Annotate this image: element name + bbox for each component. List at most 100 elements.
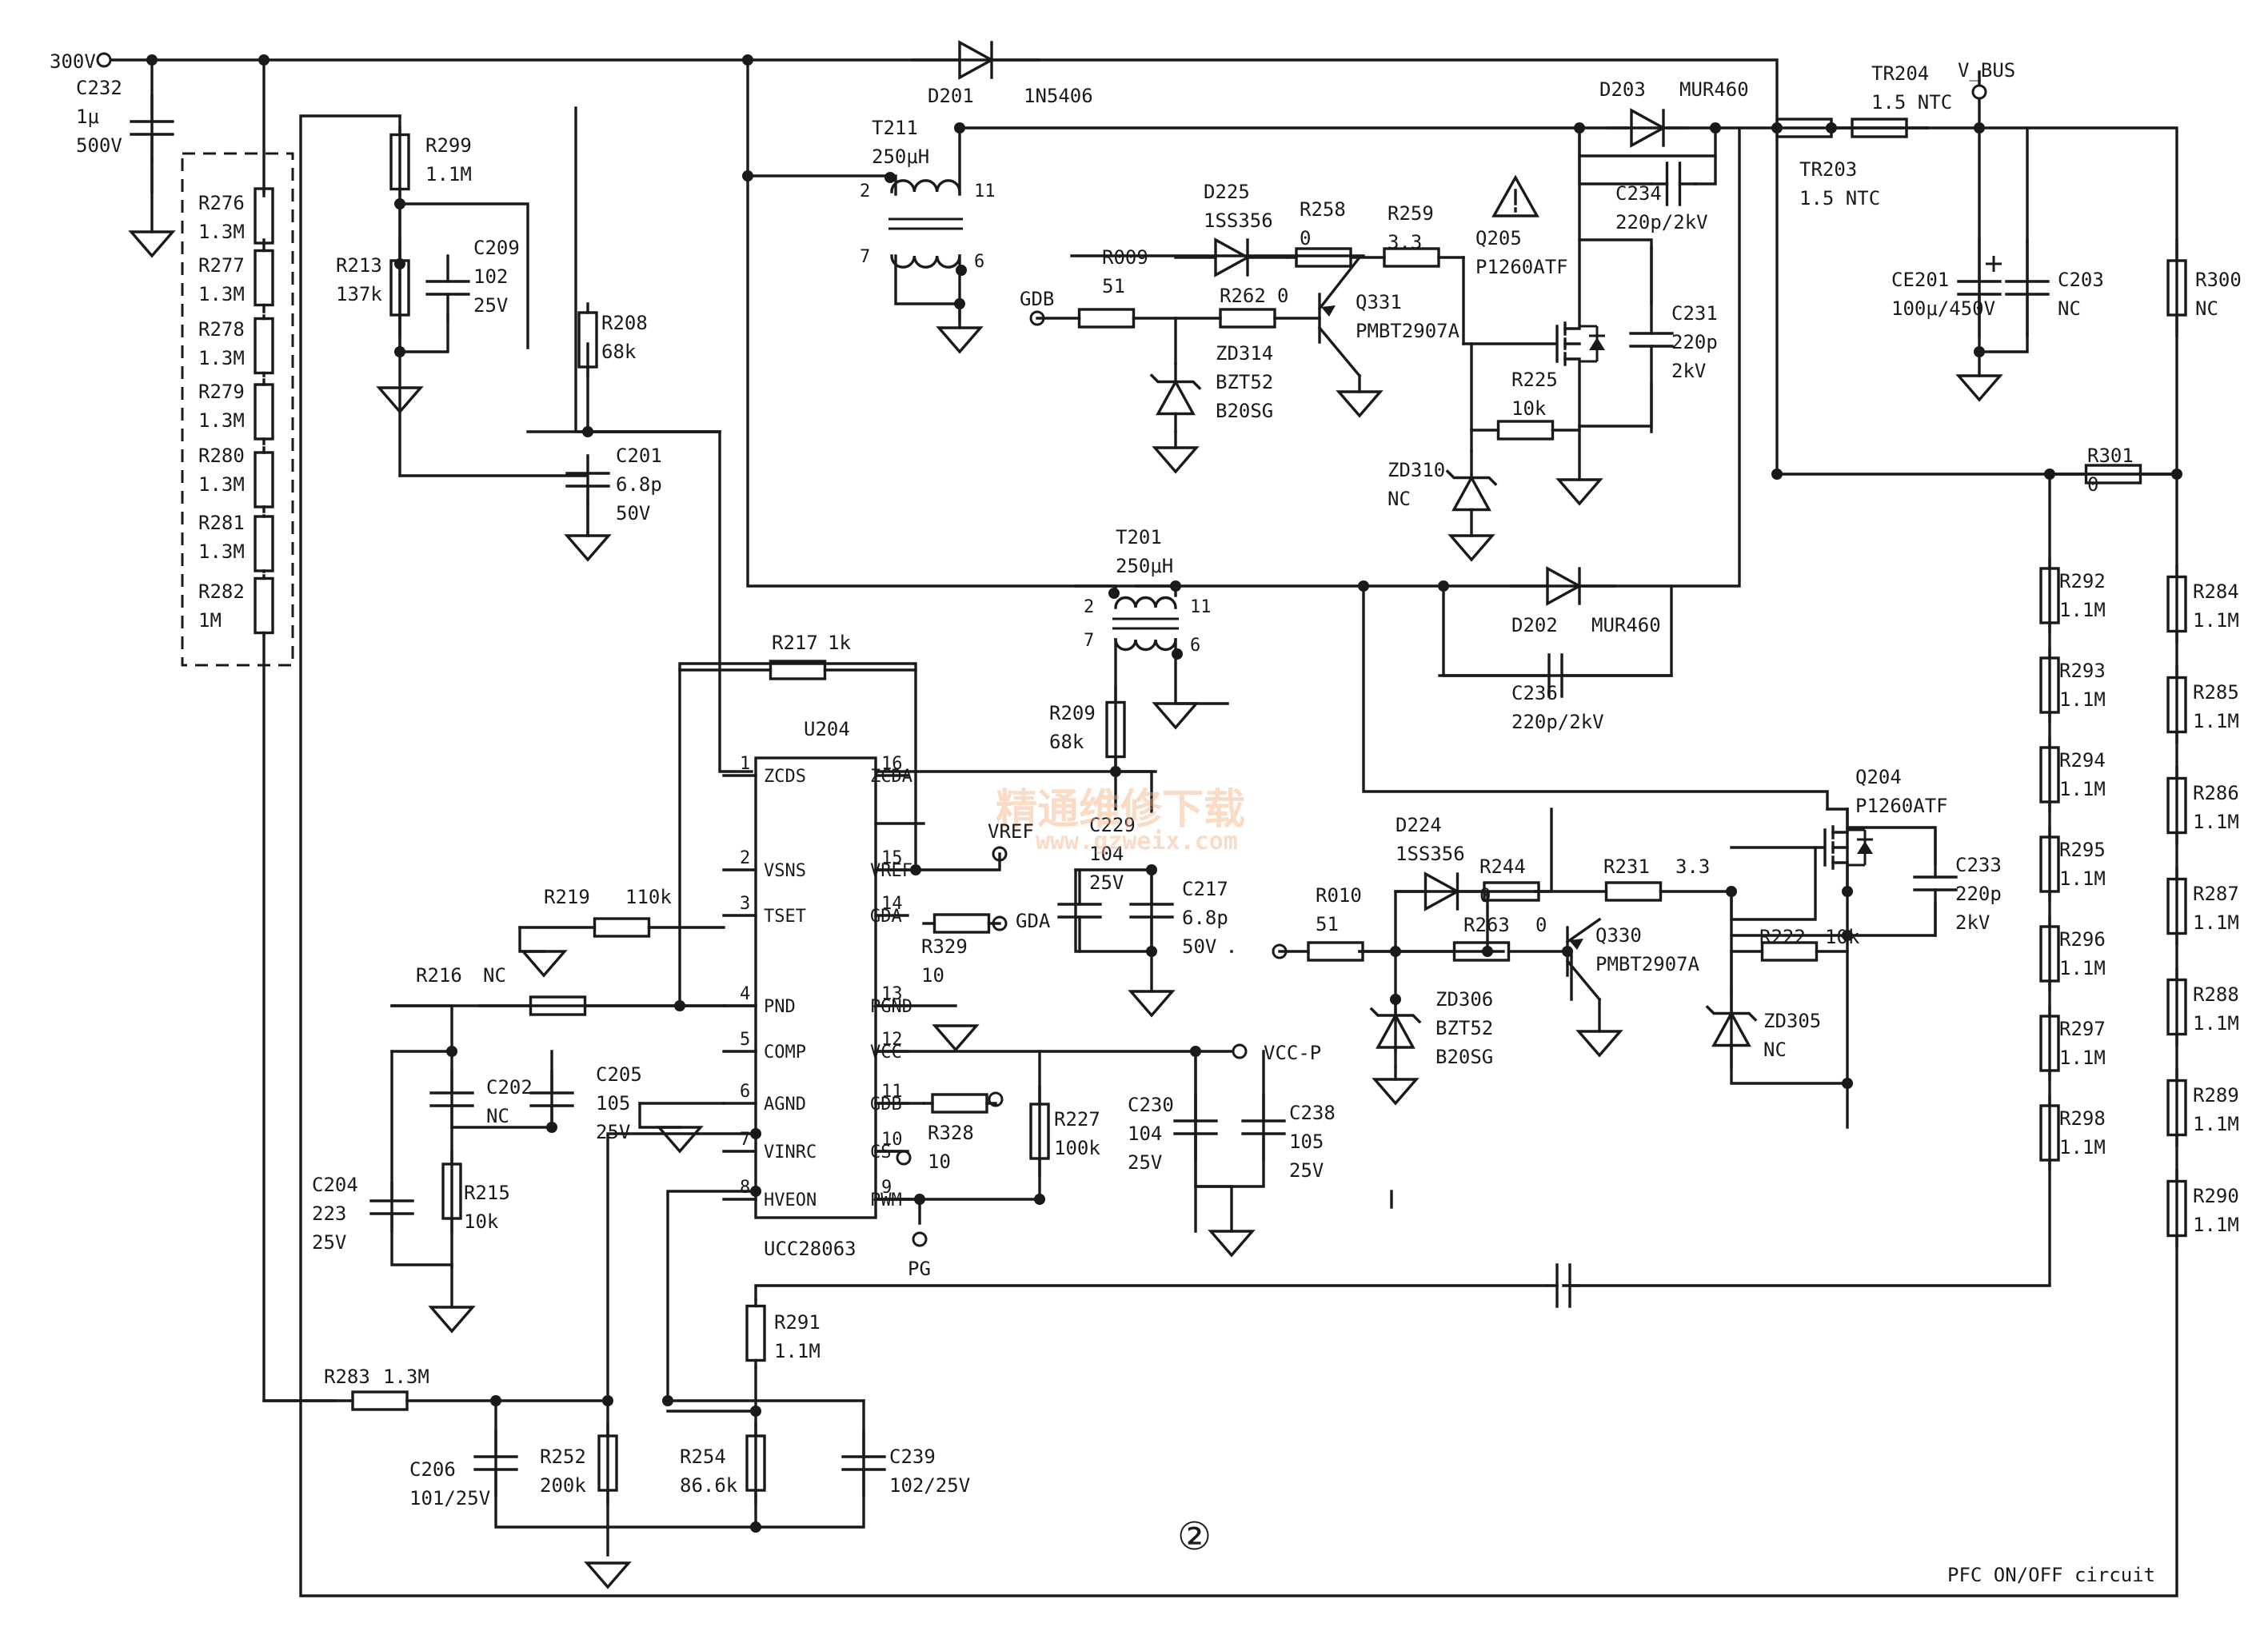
component-value: 1.1M (425, 163, 472, 185)
component-value: 68k (601, 341, 637, 363)
component-value: 250μH (872, 146, 929, 168)
component-value: 250μH (1116, 555, 1173, 577)
component-value: 1.1M (2059, 1047, 2106, 1069)
junction-dot (146, 54, 158, 66)
resistor-body (2039, 925, 2060, 983)
component-ref: R259 (1388, 202, 1434, 225)
net-label-300v: 300V (50, 50, 96, 73)
capacitor-coupling (1546, 1263, 1581, 1308)
ic-body (754, 756, 877, 1219)
ground-triangle (564, 534, 612, 562)
resistor-body (931, 1093, 988, 1114)
winding-pin: 6 (974, 252, 984, 272)
wire (754, 1284, 1549, 1301)
terminal (1232, 1043, 1248, 1059)
transistor-legs (1317, 255, 1362, 378)
component-value: 1.1M (2059, 778, 2106, 800)
capacitor-plates (1913, 875, 1958, 891)
resistor-body (1760, 941, 1819, 962)
component-value: 1.1M (2059, 957, 2106, 979)
diode-triangle (1214, 237, 1251, 277)
component-value: 1.1M (774, 1340, 821, 1362)
component-ref: C230 (1128, 1094, 1174, 1116)
ground-triangle (1152, 446, 1200, 474)
resistor-body (577, 311, 598, 369)
winding-pin: 6 (1190, 636, 1200, 656)
diode-triangle (958, 40, 995, 80)
zener-triangle (1711, 1010, 1751, 1047)
wire (1074, 868, 1153, 953)
component-ref: D202 (1511, 614, 1558, 636)
winding-pin: 2 (860, 181, 870, 201)
ground-triangle (376, 386, 424, 414)
component-value: 1SS356 (1204, 209, 1273, 232)
component-ref: Q205 (1475, 227, 1522, 249)
ground-triangle (128, 230, 176, 258)
component-ref: R278 (198, 318, 245, 341)
component-ref: R290 (2193, 1185, 2239, 1207)
capacitor-plates (1629, 332, 1674, 348)
component-ref: R294 (2059, 749, 2106, 772)
resistor-body (1219, 308, 1276, 329)
component-value: B20SG (1435, 1046, 1493, 1068)
component-value: 25V (1289, 1159, 1324, 1182)
junction-dot (750, 1521, 761, 1533)
component-ref: T211 (872, 117, 918, 139)
diode-triangle (1546, 566, 1583, 606)
component-value: 223 (312, 1202, 346, 1225)
ground-symbol (1372, 1078, 1419, 1106)
ic-pin-name: GDB (870, 1095, 902, 1115)
resistor-body (745, 1304, 766, 1362)
ic-pin-number: 9 (881, 1178, 892, 1198)
component-value: 68k (1049, 731, 1084, 753)
component-value: 1.1M (2193, 911, 2239, 934)
component-ref: R252 (540, 1446, 586, 1468)
component-ref: R208 (601, 312, 648, 334)
component-value: 1.1M (2193, 1012, 2239, 1035)
component-ref: R296 (2059, 928, 2106, 951)
ic-pin-name: VCC (870, 1043, 902, 1063)
component-ref: R328 (928, 1122, 974, 1144)
component-ref: R213 (336, 254, 382, 277)
component-value: 102/25V (889, 1474, 970, 1497)
wire (746, 58, 1077, 588)
resistor-body (389, 133, 410, 191)
ground-symbol (1575, 1030, 1623, 1058)
wire (746, 174, 897, 196)
winding-pin: 2 (1084, 597, 1094, 617)
resistor-body (529, 995, 587, 1016)
resistor-r208: R208 68k (577, 302, 648, 377)
ground-triangle (1208, 1230, 1256, 1258)
schematic-wires (96, 52, 2182, 1597)
terminal (1971, 84, 1987, 100)
component-ref: C202 (486, 1076, 533, 1099)
component-ref: R263 (1463, 914, 1510, 936)
component-ref: R288 (2193, 983, 2239, 1006)
ic-pin-number: 1 (740, 754, 750, 774)
ground-triangle (1447, 534, 1495, 562)
resistor-body (1029, 1103, 1050, 1160)
ground-symbol (1447, 534, 1495, 562)
junction-dot (742, 170, 753, 181)
ground-triangle (932, 1024, 980, 1052)
secondary-winding (890, 254, 961, 269)
component-value: 6.8p (1182, 907, 1228, 929)
resistor-body (2166, 259, 2187, 317)
component-value: 1.1M (2193, 710, 2239, 732)
resistor-body (1383, 247, 1440, 268)
mosfet-legs (1563, 154, 1581, 428)
component-value: 1N5406 (1024, 85, 1093, 107)
